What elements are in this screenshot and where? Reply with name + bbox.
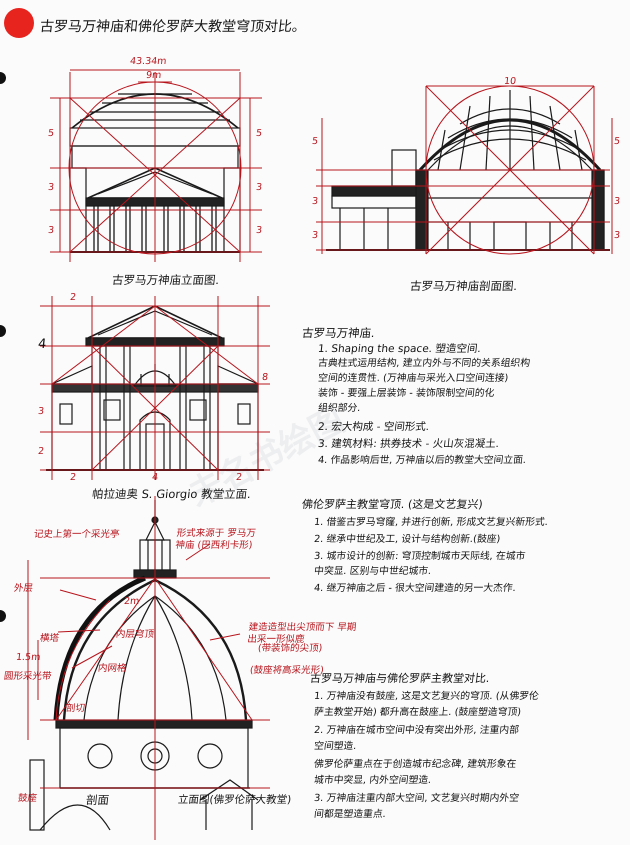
note-line: 4. 继万神庙之后 - 很大空间建造的另一大杰作. <box>313 583 517 594</box>
binder-hole-icon <box>0 610 6 622</box>
note-line: 空间的连贯性. (万神庙与采光入口空间连接) <box>317 373 509 384</box>
label-cut: 剖切 <box>65 703 86 714</box>
label-inner-grid: 内网格 <box>97 663 127 674</box>
note-line: 3. 万神庙注重内部大空间, 文艺复兴时期内外空 <box>313 793 520 804</box>
label-outer-shell: 外层 <box>13 583 34 594</box>
red-bullet-dot <box>4 8 34 38</box>
note-line: 1. 万神庙没有鼓座, 这是文艺复兴的穹顶. (从佛罗伦 <box>313 691 540 702</box>
note-line: 1. Shaping the space. 塑造空间. <box>317 343 482 355</box>
label-round-window: 圆形采光带 <box>3 671 52 682</box>
caption-florence-section: 剖面 <box>85 793 110 807</box>
label-cross-beam: 横塔 <box>39 633 60 644</box>
binder-hole-icon <box>0 325 6 337</box>
note-line: 间都是塑造重点. <box>313 809 387 820</box>
note-line: 1. 借鉴古罗马穹窿, 并进行创新, 形成文艺复兴新形式. <box>313 517 549 528</box>
note-line: 2. 宏大构成 - 空间形式. <box>317 421 430 433</box>
notes-florence-heading: 佛伦罗萨主教堂穹顶. (这是文艺复兴) <box>301 498 484 511</box>
dim-florence-d1: 1.5m <box>15 652 41 663</box>
label-inner-dome: 内层穹顶 <box>115 629 155 640</box>
note-line: 佛罗伦萨重点在于创造城市纪念碑, 建筑形象在 <box>313 759 517 770</box>
label-first-lantern: 记史上第一个采光亭 <box>33 529 120 540</box>
note-line: 2. 继承中世纪及工, 设计与结构创新.(鼓座) <box>313 534 501 545</box>
note-line: 4. 作品影响后世, 万神庙以后的教堂大空间立面. <box>317 455 527 466</box>
note-line: 空间塑造. <box>313 741 357 752</box>
dim-florence-d2: 2m <box>123 596 140 607</box>
notes-compare-heading: 古罗马万神庙与佛伦罗萨主教堂对比. <box>309 672 491 685</box>
note-line: 2. 万神庙在城市空间中没有突出外形, 注重内部 <box>313 725 520 736</box>
note-line: 古典柱式运用结构, 建立内外与不同的关系组织构 <box>317 358 531 369</box>
note-line: 城市中突显, 内外空间塑造. <box>313 775 432 786</box>
note-line: 萨主教堂开始) 都升高在鼓座上. (鼓座塑造穹顶) <box>313 707 522 718</box>
label-form-origin: 形式来源于 罗马万神庙 (巴西利卡形) <box>174 528 257 551</box>
label-drum: 鼓座 <box>17 793 38 804</box>
note-line: 3. 建筑材料: 拱券技术 - 火山灰混凝土. <box>317 438 500 450</box>
notes-pantheon-heading: 古罗马万神庙. <box>301 326 376 340</box>
binder-hole-icon <box>0 72 6 84</box>
label-spire-note: 建造造型出尖顶而下 早期出采一形似鹿 <box>246 622 357 645</box>
caption-florence-elevation: 立面图(佛罗伦萨大教堂) <box>177 794 292 806</box>
note-line: 3. 城市设计的创新: 穹顶控制城市天际线, 在城市 <box>313 551 526 562</box>
note-line: 中突显. 区别与中世纪城市. <box>313 566 432 577</box>
note-line: 组织部分. <box>317 403 361 414</box>
note-line: 装饰 - 要强上层装饰 - 装饰限制空间的化 <box>317 388 495 399</box>
